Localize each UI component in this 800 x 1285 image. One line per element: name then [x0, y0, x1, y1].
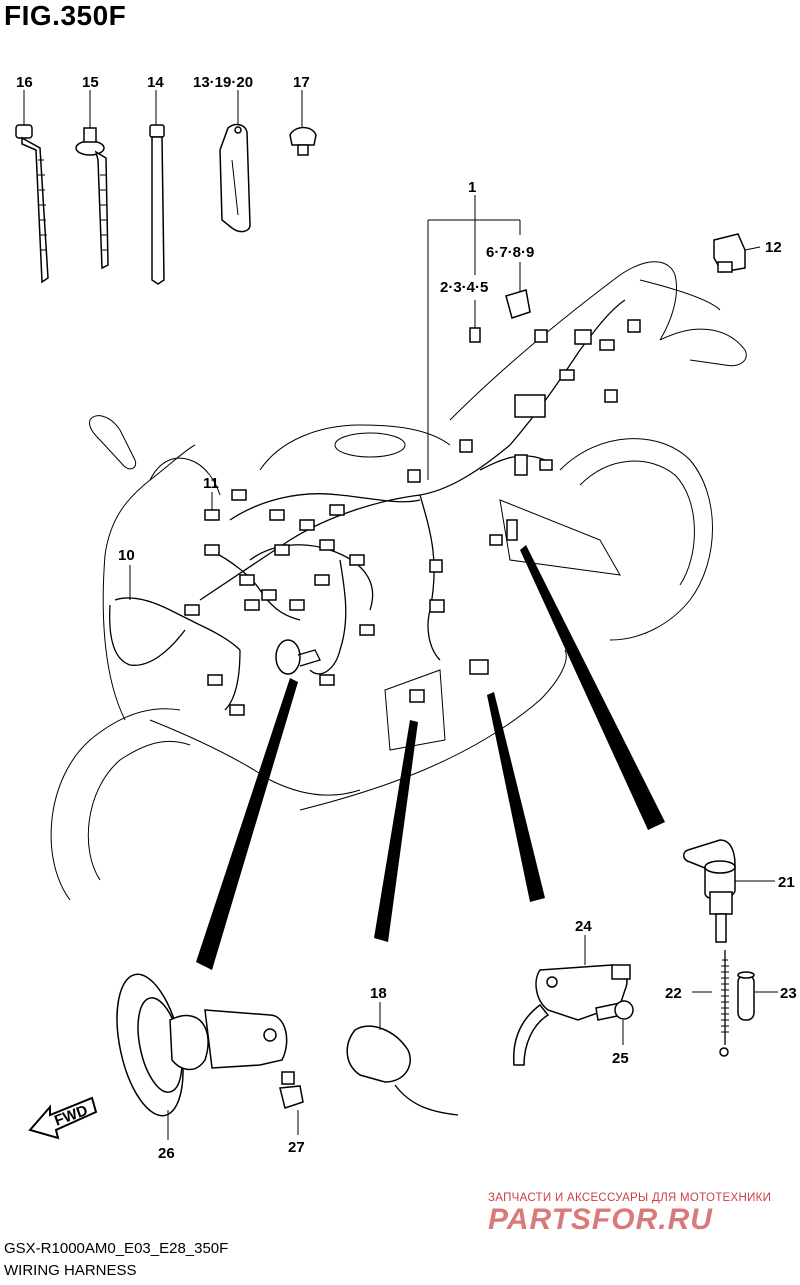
callout-15: 15 [82, 74, 99, 91]
callout-27: 27 [288, 1139, 305, 1156]
part-12-connector [713, 233, 746, 273]
harness-connectors [184, 319, 641, 716]
callout-26: 26 [158, 1145, 175, 1162]
figure-title: FIG.350F [4, 0, 127, 31]
part-13-19-20-band [219, 123, 251, 233]
part-25-screw [595, 1000, 634, 1021]
horn-on-bike [275, 639, 321, 675]
callout-17: 17 [293, 74, 310, 91]
model-code: GSX-R1000AM0_E03_E28_350F [4, 1240, 229, 1257]
callout-10: 10 [118, 547, 135, 564]
part-22-spring [719, 950, 729, 1057]
callout-24: 24 [575, 918, 592, 935]
part-15-clamp-tie [75, 127, 109, 270]
part-17-clip [289, 126, 317, 156]
callout-11: 11 [203, 475, 219, 492]
callout-21: 21 [778, 874, 795, 891]
fwd-label: FWD [52, 1102, 90, 1130]
callout-23: 23 [780, 985, 797, 1002]
part-26-horn [116, 973, 288, 1117]
callout-16: 16 [16, 74, 33, 91]
part-21-switch [683, 839, 736, 943]
callout-18: 18 [370, 985, 387, 1002]
callout-22: 22 [665, 985, 682, 1002]
part-18-sensor [346, 1025, 459, 1116]
part-23-sleeve [737, 971, 755, 1021]
part-16-tie-with-clip [15, 124, 49, 284]
motorcycle-outline [50, 261, 747, 901]
callout-14: 14 [147, 74, 164, 91]
callout-6-7-8-9: 6·7·8·9 [486, 244, 534, 261]
callout-2-3-4-5: 2·3·4·5 [440, 279, 488, 296]
fwd-badge: FWD [28, 1096, 98, 1140]
callout-12: 12 [765, 239, 782, 256]
section-name: WIRING HARNESS [4, 1262, 137, 1279]
pointer-arrows [196, 545, 665, 970]
part-14-cable-tie [149, 124, 165, 285]
part-27-bolt [279, 1071, 304, 1109]
main-harness [109, 299, 626, 711]
watermark-logo: PARTSFOR.RU [488, 1203, 713, 1236]
callout-13-19-20: 13·19·20 [193, 74, 253, 91]
leader-lines [23, 90, 778, 1140]
callout-1: 1 [468, 179, 476, 196]
part-fuse-relay [469, 289, 531, 343]
callout-25: 25 [612, 1050, 629, 1067]
callouts: 16 15 14 13·19·20 17 1 6·7·8·9 2·3·4·5 1… [16, 74, 797, 1162]
watermark-subtitle: ЗАПЧАСТИ И АКСЕССУАРЫ ДЛЯ МОТОТЕХНИКИ [488, 1192, 772, 1204]
